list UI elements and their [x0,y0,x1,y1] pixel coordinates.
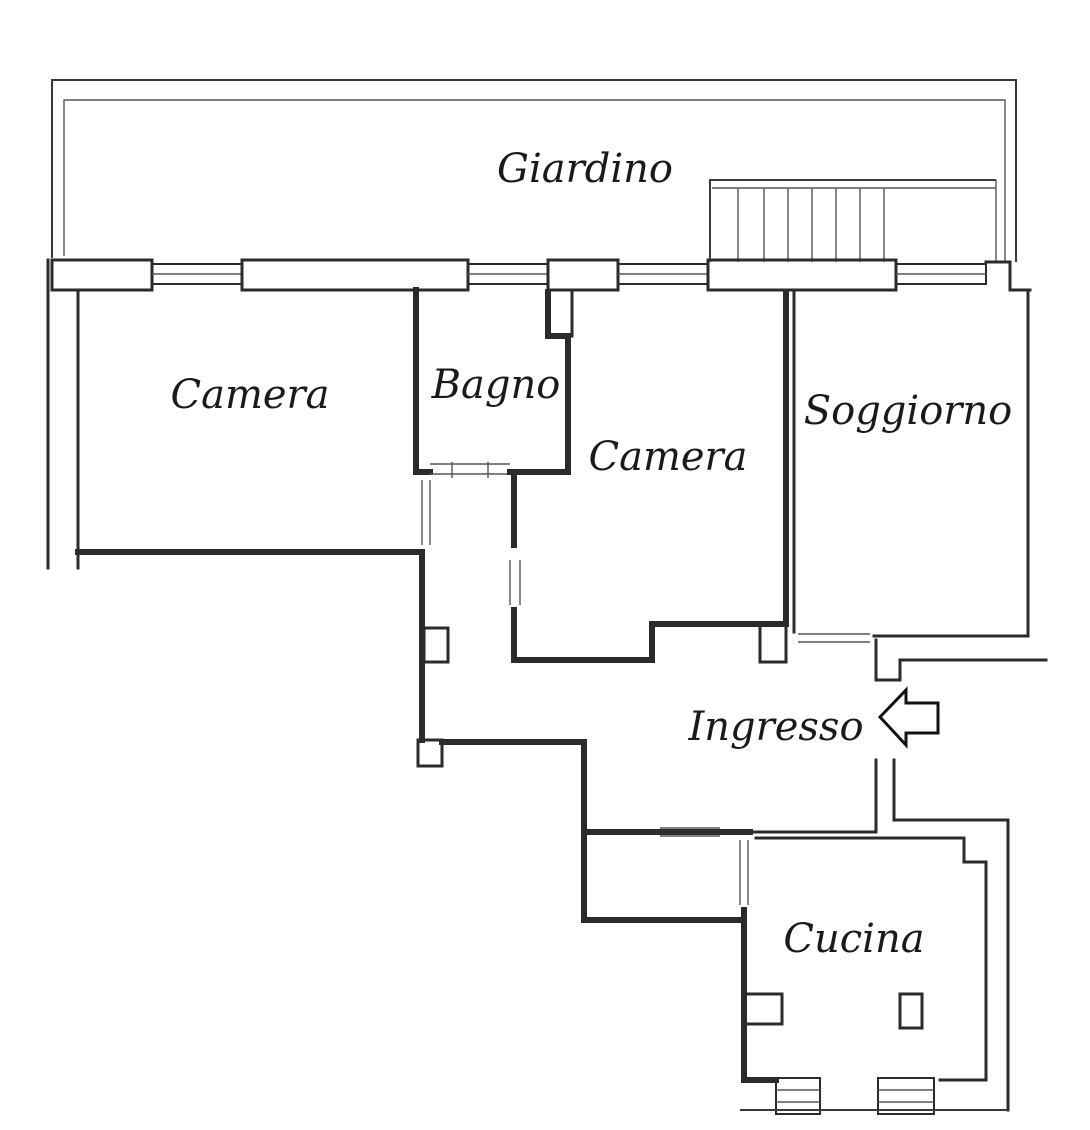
garden-outline [51,79,1017,262]
label-soggiorno: Soggiorno [804,388,1013,434]
room-ingresso [748,758,1010,1112]
room-camera-center [509,289,796,664]
label-ingresso: Ingresso [687,704,863,750]
north-wall [50,258,1032,292]
label-giardino: Giardino [497,146,673,192]
garden-stairs [709,179,996,262]
room-cucina [581,829,1008,1115]
label-cucina: Cucina [783,916,924,962]
room-soggiorno [798,288,1048,682]
label-camera-center: Camera [588,434,747,480]
arrow-left-icon [877,686,940,749]
label-bagno: Bagno [431,362,561,408]
room-camera-left [46,258,425,570]
label-camera-left: Camera [170,372,329,418]
room-bagno [413,289,574,478]
corridor-walls [416,480,753,837]
